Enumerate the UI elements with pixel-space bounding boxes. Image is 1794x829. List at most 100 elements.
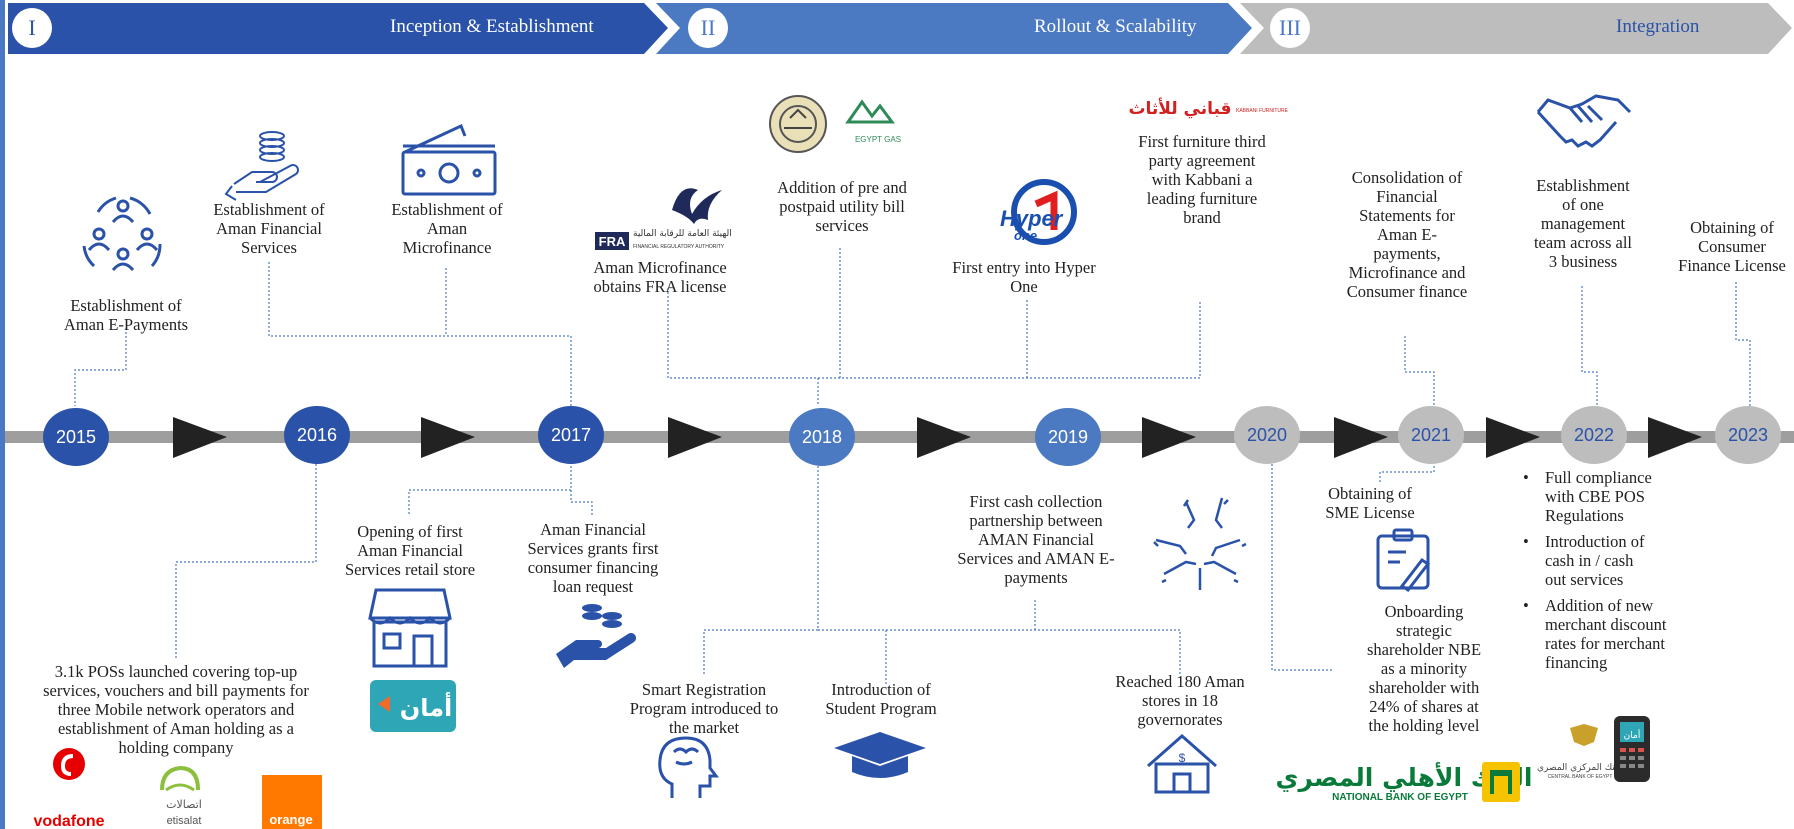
connector-nbe: [1271, 464, 1332, 671]
year-2015: 2015: [43, 408, 109, 466]
year-2017: 2017: [538, 406, 604, 464]
connector-2016a: [268, 262, 571, 337]
connector-stores180: [818, 629, 1181, 676]
people-network-icon: [82, 196, 162, 272]
graduation-cap-icon: [834, 732, 926, 778]
event-cash-collection: First cash collection partnership betwee…: [957, 492, 1115, 587]
brain-head-icon: [658, 736, 719, 798]
connector-2021-up: [1404, 336, 1435, 406]
bullet-dot: •: [1523, 468, 1529, 487]
arrow-6: [1334, 417, 1388, 458]
connector-lines: [74, 248, 1751, 686]
bullet-text: Addition of new merchant discount rates …: [1545, 596, 1667, 672]
event-first-loan: Aman Financial Services grants first con…: [527, 520, 659, 596]
year-2022: 2022: [1561, 406, 1627, 464]
kabbani-text: قباني للأثاث: [1128, 98, 1231, 119]
year-2019: 2019: [1035, 408, 1101, 466]
connector-2018-up: [667, 288, 1201, 379]
phase-1-number: I: [12, 8, 52, 48]
pos-device-icon: أمان: [1614, 716, 1650, 782]
fra-arabic: الهيئة العامة للرقابة المالية: [633, 229, 732, 239]
event-student-program: Introduction of Student Program: [825, 680, 937, 718]
aman-logo-text: أمان: [400, 692, 453, 722]
vodafone-logo: vodafone: [33, 748, 105, 829]
clipboard-icon: [1376, 528, 1431, 593]
ministry-seal-logo: [769, 95, 827, 153]
connector-2022-up: [1581, 286, 1598, 406]
bullet-dot: •: [1523, 532, 1529, 551]
house-dollar-icon: [1147, 733, 1217, 794]
phase-3-chevron: [1240, 3, 1792, 54]
etisalat-arabic: اتصالات: [166, 798, 202, 811]
aman-logo: أمان: [370, 680, 456, 732]
connector-2023-up: [1735, 282, 1751, 406]
year-2021: 2021: [1398, 406, 1464, 464]
event-fra-license: Aman Microfinance obtains FRA license: [593, 258, 727, 296]
cbe-english: CENTRAL BANK OF EGYPT: [1548, 774, 1613, 780]
egypt-gas-text: EGYPT GAS: [855, 135, 901, 144]
bullet-text: Introduction of cash in / cash out servi…: [1545, 532, 1645, 589]
shop-icon: [368, 588, 452, 668]
year-2016: 2016: [284, 406, 350, 464]
orange-text: orange: [269, 812, 312, 827]
phase-2-number: II: [688, 8, 728, 48]
connector-2015: [74, 328, 127, 406]
event-consumer-license: Obtaining of Consumer Finance License: [1678, 218, 1786, 275]
event-utility-bills: Addition of pre and postpaid utility bil…: [777, 178, 907, 235]
year-2023: 2023: [1715, 406, 1781, 464]
pos-screen-text: أمان: [1624, 729, 1641, 741]
bullet-cash-in-out: • Introduction of cash in / cash out serv…: [1523, 532, 1705, 589]
left-accent-bar: [0, 0, 5, 829]
bullet-text: Full compliance with CBE POS Regulations: [1545, 468, 1652, 525]
arrow-3: [668, 417, 722, 458]
kabbani-logo: قباني للأثاث KABBANI FURNITURE: [1128, 98, 1288, 119]
bullet-dot: •: [1523, 596, 1529, 615]
handshake-icon: [1536, 94, 1632, 148]
house-dollar-sign: $: [1179, 751, 1186, 765]
event-hyper-one: First entry into Hyper One: [952, 258, 1096, 296]
phase-2-label: Rollout & Scalability: [1034, 16, 1197, 37]
arrow-8: [1648, 417, 1702, 458]
phase-3-label: Integration: [1616, 16, 1700, 37]
hyper-one-text: Hyper: [1000, 206, 1064, 231]
year-2020: 2020: [1234, 406, 1300, 464]
event-180-stores: Reached 180 Aman stores in 18 governorat…: [1115, 672, 1245, 729]
vodafone-text: vodafone: [33, 813, 104, 829]
arrow-2: [421, 417, 475, 458]
event-nbe-shareholder: Onboarding strategic shareholder NBE as …: [1366, 602, 1482, 735]
hand-coins-icon: [224, 131, 299, 201]
arrow-5: [1142, 417, 1196, 458]
hands-circle-icon: [1153, 497, 1247, 590]
connector-sme: [1379, 466, 1435, 484]
hyper-one-logo: Hyper one: [1000, 179, 1077, 245]
connector-loan: [570, 490, 593, 516]
bullet-cbe-compliance: • Full compliance with CBE POS Regulation…: [1523, 468, 1705, 525]
arrow-1: [173, 417, 227, 458]
fra-logo: FRA الهيئة العامة للرقابة المالية FINANC…: [595, 188, 732, 250]
event-management-team: Establishment of one management team acr…: [1533, 176, 1633, 271]
cbe-arabic: البنك المركزي المصري: [1537, 763, 1623, 773]
arrow-4: [917, 417, 971, 458]
year-2018: 2018: [789, 408, 855, 466]
egypt-gas-logo: EGYPT GAS: [845, 99, 901, 144]
event-pos-launch: 3.1k POSs launched covering top-up servi…: [43, 662, 309, 757]
phase-2-chevron: [656, 3, 1252, 54]
orange-logo: orange: [262, 775, 322, 829]
etisalat-logo: اتصالات etisalat: [160, 765, 202, 827]
etisalat-text: etisalat: [167, 815, 202, 827]
event-first-store: Opening of first Aman Financial Services…: [344, 522, 476, 579]
event-2015-eps: Establishment of Aman E-Payments: [63, 296, 189, 334]
cbe-logo: البنك المركزي المصري CENTRAL BANK OF EGY…: [1537, 724, 1623, 780]
event-kabbani: First furniture third party agreement wi…: [1138, 132, 1266, 227]
bullet-merchant-rates: • Addition of new merchant discount rates…: [1523, 596, 1705, 672]
hand-coins-loan-icon: [556, 604, 636, 668]
phase-1-label: Inception & Establishment: [390, 16, 594, 37]
connector-store: [408, 466, 572, 514]
event-sme-license: Obtaining of SME License: [1325, 484, 1415, 522]
connector-pos: [175, 464, 317, 660]
hyper-one-sub: one: [1014, 228, 1037, 243]
event-2016-microfinance: Establishment of Aman Microfinance: [391, 200, 503, 257]
phase-1-chevron: [8, 3, 668, 54]
nbe-logo: البنك الأهلي المصري NATIONAL BANK OF EGY…: [1276, 762, 1532, 803]
